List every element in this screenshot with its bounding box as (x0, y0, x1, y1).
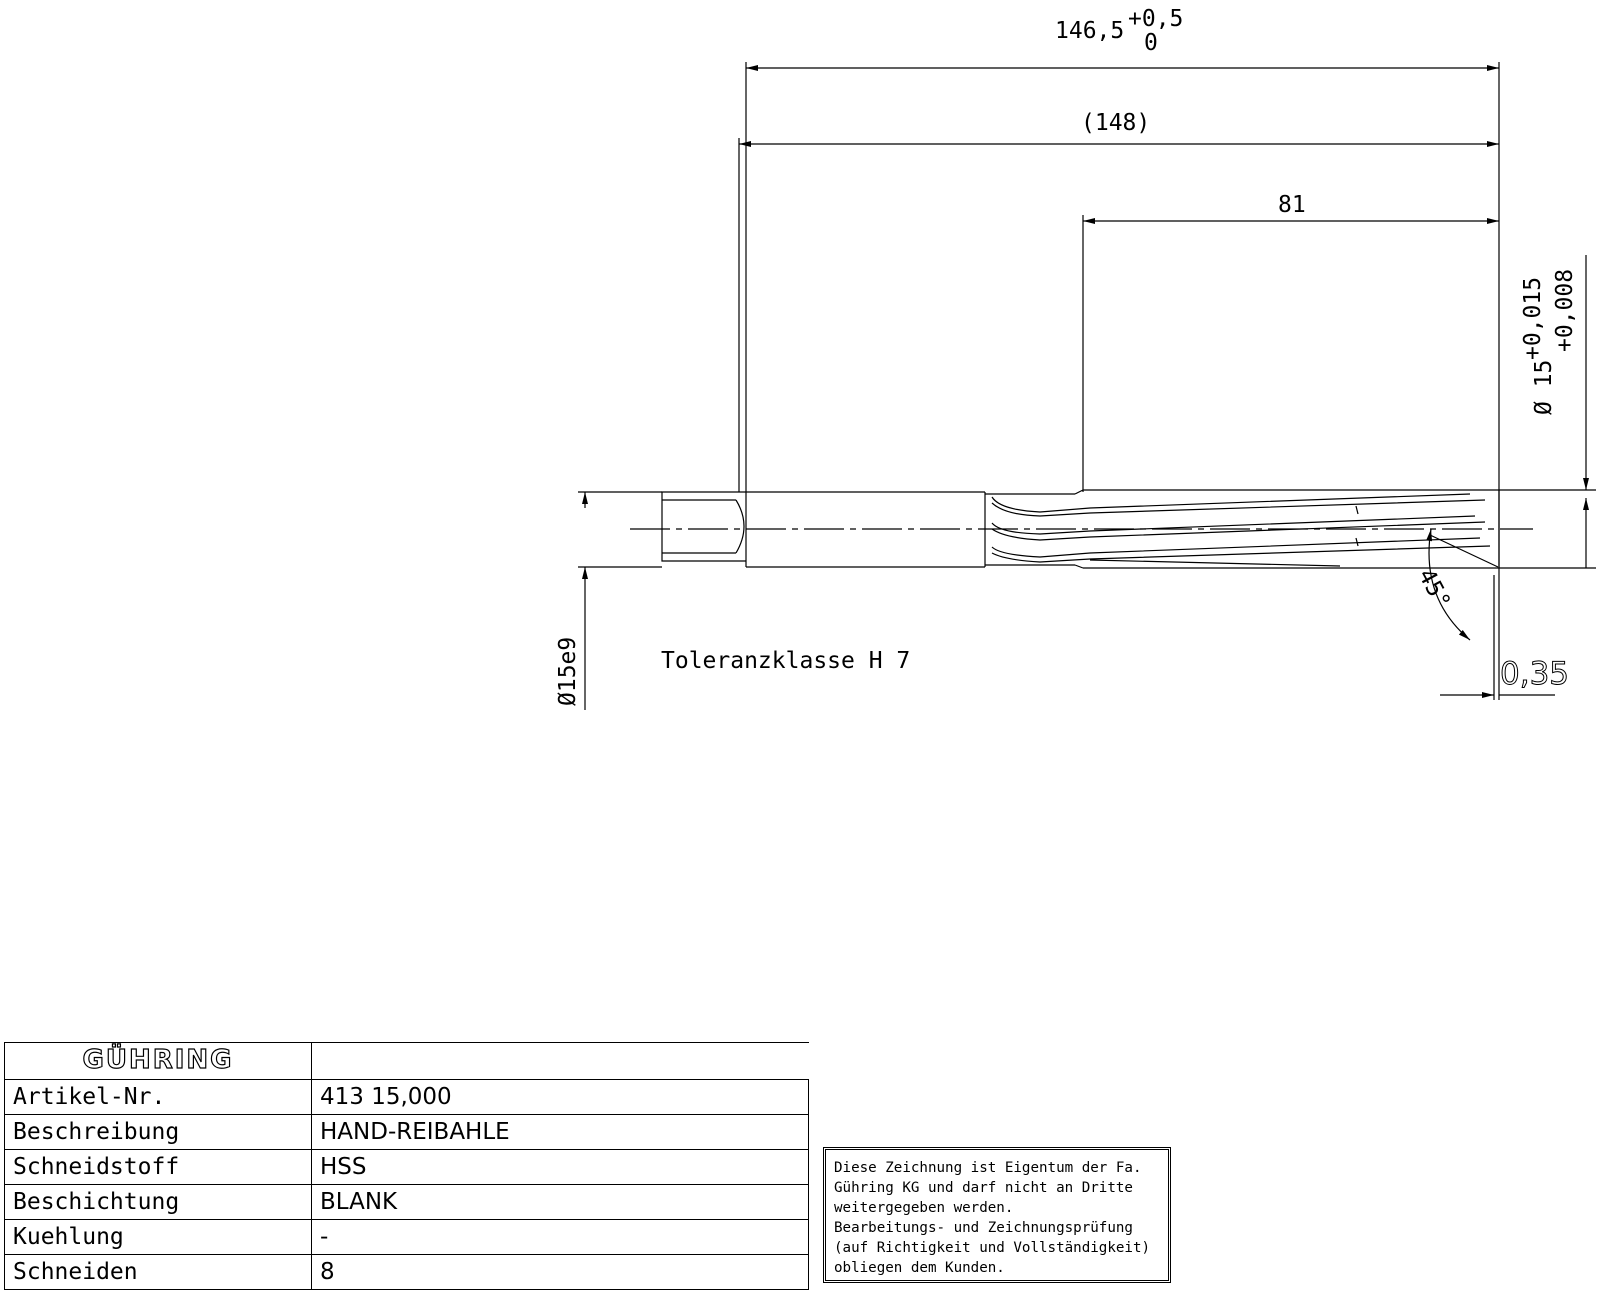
dim-reference-text: (148) (1081, 110, 1150, 136)
angle-text: 45° (1413, 565, 1455, 614)
title-block: GÜHRING Artikel-Nr. 413 15,000 Beschreib… (4, 1041, 809, 1290)
table-row: Schneidstoff HSS (4, 1149, 809, 1185)
row-label: Beschreibung (4, 1114, 312, 1150)
row-value: HSS (311, 1149, 809, 1185)
dim-diameter-tol-upper: +0,015 (1520, 277, 1546, 360)
row-label: Schneiden (4, 1254, 312, 1290)
logo-spacer (311, 1042, 809, 1080)
row-label: Schneidstoff (4, 1149, 312, 1185)
row-value: - (311, 1219, 809, 1255)
table-row: Artikel-Nr. 413 15,000 (4, 1079, 809, 1115)
row-value: HAND-REIBAHLE (311, 1114, 809, 1150)
dim-diameter-tol-lower: +0,008 (1552, 269, 1578, 352)
table-row: Beschreibung HAND-REIBAHLE (4, 1114, 809, 1150)
row-label: Kuehlung (4, 1219, 312, 1255)
table-row: Beschichtung BLANK (4, 1184, 809, 1220)
dim-overall-text: 146,5 (1055, 18, 1124, 44)
dim-overall-tol-upper: +0,5 (1128, 6, 1183, 32)
dim-flute-text: 81 (1278, 192, 1306, 218)
ownership-notice: Diese Zeichnung ist Eigentum der Fa. Güh… (823, 1147, 1171, 1283)
row-value: BLANK (311, 1184, 809, 1220)
technical-drawing: 146,5 +0,5 0 (148) 81 Ø 15 +0,015 +0,008… (555, 6, 1596, 710)
table-row: Kuehlung - (4, 1219, 809, 1255)
row-value: 8 (311, 1254, 809, 1290)
reamer-flutes (991, 493, 1491, 567)
logo-cell: GÜHRING (4, 1041, 312, 1080)
row-label: Artikel-Nr. (4, 1079, 312, 1115)
angle-arc (1426, 528, 1471, 641)
row-label: Beschichtung (4, 1184, 312, 1220)
table-row: Schneiden 8 (4, 1254, 809, 1290)
dim-chamfer-text: 0,35 (1500, 656, 1569, 692)
tolerance-class-text: Toleranzklasse H 7 (661, 648, 910, 674)
chamfer-line (1429, 534, 1499, 568)
svg-text:GÜHRING: GÜHRING (82, 1043, 233, 1073)
dim-shank-diameter-text: Ø15e9 (555, 637, 581, 706)
dim-diameter-text: Ø 15 (1531, 360, 1557, 415)
guehring-logo: GÜHRING (82, 1041, 233, 1075)
dim-overall-tol-lower: 0 (1144, 30, 1158, 56)
row-value: 413 15,000 (311, 1079, 809, 1115)
